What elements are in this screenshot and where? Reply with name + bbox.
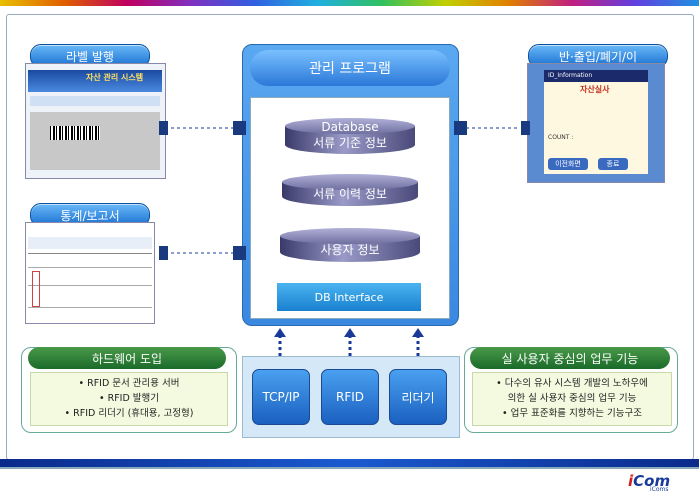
company-logo: iCom — [628, 472, 671, 490]
list-item: • RFID 발행기 — [98, 393, 160, 404]
prev-screen-button[interactable]: 이전화면 — [548, 158, 588, 170]
central-program-title: 관리 프로그램 — [250, 50, 450, 86]
db-label-3: 서류 이력 정보 — [313, 187, 387, 201]
connector-port — [454, 121, 467, 135]
db-interface-bar: DB Interface — [277, 283, 421, 311]
user-centric-title: 실 사용자 중심의 업무 기능 — [470, 347, 670, 369]
list-item: • 다수의 유사 시스템 개발의 노하우에 — [496, 378, 648, 389]
list-item: • 업무 표준화를 지향하는 기능구조 — [501, 408, 643, 419]
connector-port — [521, 121, 530, 135]
stats-report-screenshot — [25, 222, 155, 324]
db-label-4: 사용자 정보 — [320, 243, 380, 257]
list-item: • RFID 문서 관리용 서버 — [78, 378, 180, 389]
hardware-intro-list: • RFID 문서 관리용 서버 • RFID 발행기 • RFID 리더기 (… — [30, 372, 228, 426]
bottom-bar — [0, 459, 699, 467]
connector-port — [159, 121, 168, 135]
pda-screenshot: ID_Information 자산실사 COUNT : 이전화면 종료 — [527, 63, 665, 183]
arrow-up-icon — [344, 328, 356, 337]
list-item: 의한 실 사용자 중심의 업무 기능 — [507, 393, 637, 404]
screen-caption: 자산 관리 시스템 — [86, 73, 144, 82]
db-cylinder-standard-info: Database 서류 기준 정보 — [285, 118, 415, 154]
rfid-button[interactable]: RFID — [321, 369, 379, 425]
count-label: COUNT : — [548, 134, 574, 141]
barcode-icon — [50, 126, 100, 140]
tcpip-button[interactable]: TCP/IP — [252, 369, 310, 425]
db-cylinder-history-info: 서류 이력 정보 — [282, 174, 418, 206]
hardware-intro-title: 하드웨어 도입 — [28, 347, 226, 369]
logo-subtext: iComs — [650, 486, 669, 493]
top-rainbow-bar — [0, 0, 699, 6]
logo-text: Com — [633, 472, 671, 490]
exit-button[interactable]: 종료 — [598, 158, 628, 170]
list-item: • RFID 리더기 (휴대용, 고정형) — [64, 408, 194, 419]
arrow-up-icon — [274, 328, 286, 337]
barcode-preview — [30, 112, 160, 170]
device-title: 자산실사 — [580, 85, 610, 94]
reader-button[interactable]: 리더기 — [389, 369, 447, 425]
db-label-2: 서류 기준 정보 — [313, 136, 387, 150]
connector-port — [159, 246, 168, 260]
label-issue-screenshot: 자산 관리 시스템 — [25, 63, 166, 179]
arrow-up-icon — [412, 328, 424, 337]
db-label-1: Database — [321, 120, 379, 134]
user-centric-list: • 다수의 유사 시스템 개발의 노하우에 의한 실 사용자 중심의 업무 기능… — [472, 372, 672, 426]
connector-port — [233, 246, 246, 260]
db-cylinder-user-info: 사용자 정보 — [280, 228, 420, 262]
device-header: ID_Information — [544, 70, 648, 82]
connector-port — [233, 121, 246, 135]
